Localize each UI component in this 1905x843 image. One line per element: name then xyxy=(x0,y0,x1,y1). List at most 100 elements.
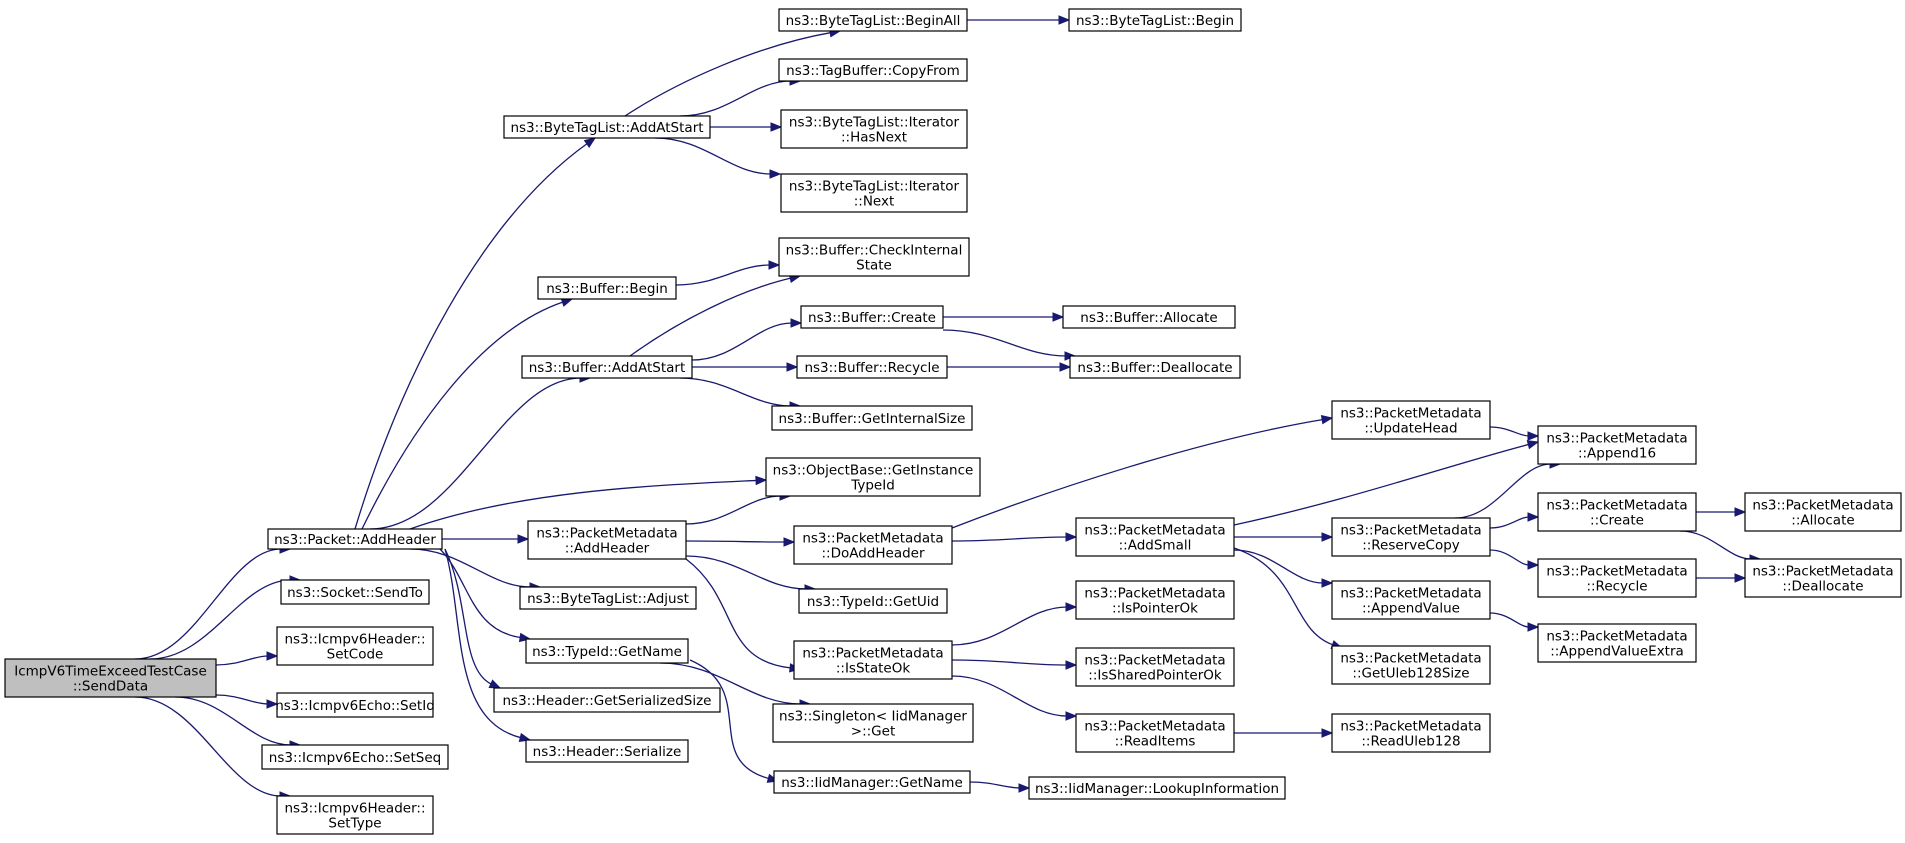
node-echo-setid[interactable]: ns3::Icmpv6Echo::SetId xyxy=(275,692,435,718)
node-btl-hasnext[interactable]: ns3::ByteTagList::Iterator::HasNext xyxy=(780,109,968,149)
edge-buf_addatstart-to-buf_getinternalsize xyxy=(679,377,802,411)
node-pm-allocate[interactable]: ns3::PacketMetadata::Allocate xyxy=(1744,492,1902,532)
node-pm-readuleb[interactable]: ns3::PacketMetadata::ReadUleb128 xyxy=(1331,713,1491,753)
node-label: ns3::Socket::SendTo xyxy=(287,585,423,601)
node-buf-begin[interactable]: ns3::Buffer::Begin xyxy=(537,276,677,300)
node-btl-next[interactable]: ns3::ByteTagList::Iterator::Next xyxy=(780,173,968,213)
arrowhead xyxy=(1321,532,1334,542)
edge-line xyxy=(409,479,758,530)
edge-line xyxy=(951,659,1068,666)
node-box xyxy=(525,638,689,664)
edge-line xyxy=(354,142,589,530)
node-box xyxy=(1537,558,1697,598)
node-singleton-get[interactable]: ns3::Singleton< IidManager>::Get xyxy=(772,703,974,743)
node-box xyxy=(1331,517,1491,557)
edge-line xyxy=(969,781,1021,789)
node-iid-getname[interactable]: ns3::IidManager::GetName xyxy=(773,770,971,794)
arrowhead xyxy=(1321,728,1334,738)
node-pm-getuleb[interactable]: ns3::PacketMetadata::GetUleb128Size xyxy=(1331,645,1491,685)
node-echo-setseq[interactable]: ns3::Icmpv6Echo::SetSeq xyxy=(261,744,449,770)
edge-root-to-echo_setid xyxy=(215,694,279,709)
node-icmp-settype[interactable]: ns3::Icmpv6Header::SetType xyxy=(276,795,434,835)
node-label: ::GetUleb128Size xyxy=(1352,666,1469,682)
edge-line xyxy=(679,80,792,117)
node-hdr-serialize[interactable]: ns3::Header::Serialize xyxy=(525,739,689,763)
node-buf-addatstart[interactable]: ns3::Buffer::AddAtStart xyxy=(521,355,693,379)
node-buf-recycle[interactable]: ns3::Buffer::Recycle xyxy=(796,355,948,379)
node-hdr-getser[interactable]: ns3::Header::GetSerializedSize xyxy=(493,687,721,713)
arrowhead xyxy=(1065,602,1078,612)
node-box xyxy=(1069,355,1241,379)
edge-line xyxy=(951,418,1324,529)
node-pm-recycle[interactable]: ns3::PacketMetadata::Recycle xyxy=(1537,558,1697,598)
node-pm-readitems[interactable]: ns3::PacketMetadata::ReadItems xyxy=(1075,713,1235,753)
node-btl-begin[interactable]: ns3::ByteTagList::Begin xyxy=(1068,8,1242,32)
node-pm-reservecopy[interactable]: ns3::PacketMetadata::ReserveCopy xyxy=(1331,517,1491,557)
node-label: ns3::ByteTagList::Iterator xyxy=(789,179,960,195)
node-label: ns3::PacketMetadata xyxy=(1084,523,1225,539)
node-pm-appendvalueextra[interactable]: ns3::PacketMetadata::AppendValueExtra xyxy=(1537,623,1697,663)
node-label: ns3::PacketMetadata xyxy=(1340,586,1481,602)
node-buf-deallocate[interactable]: ns3::Buffer::Deallocate xyxy=(1069,355,1241,379)
node-label: ns3::Icmpv6Header:: xyxy=(285,632,426,648)
node-pm-deallocate[interactable]: ns3::PacketMetadata::Deallocate xyxy=(1744,558,1902,598)
node-box xyxy=(267,528,443,550)
node-pm-issharedpointerok[interactable]: ns3::PacketMetadata::IsSharedPointerOk xyxy=(1075,647,1235,687)
edge-line xyxy=(685,555,807,590)
node-pm-updatehead[interactable]: ns3::PacketMetadata::UpdateHead xyxy=(1331,400,1491,440)
node-label: ns3::TagBuffer::CopyFrom xyxy=(786,63,960,79)
node-pm-addsmall[interactable]: ns3::PacketMetadata::AddSmall xyxy=(1075,517,1235,557)
arrowhead xyxy=(1526,440,1540,450)
arrowhead xyxy=(1065,711,1078,721)
edge-btl_addatstart-to-btl_next xyxy=(654,137,782,179)
edge-line xyxy=(685,540,786,543)
node-iid-lookupinfo[interactable]: ns3::IidManager::LookupInformation xyxy=(1028,776,1286,800)
node-label: ns3::PacketMetadata xyxy=(1340,719,1481,735)
node-icmp-setcode[interactable]: ns3::Icmpv6Header::SetCode xyxy=(276,626,434,666)
edge-line xyxy=(675,264,771,286)
node-btl-beginall[interactable]: ns3::ByteTagList::BeginAll xyxy=(778,8,968,32)
node-label: ns3::PacketMetadata xyxy=(1546,564,1687,580)
node-typeid-getuid[interactable]: ns3::TypeId::GetUid xyxy=(798,588,948,614)
edge-pm_doaddheader-to-pm_addsmall xyxy=(951,532,1078,542)
node-label: ns3::Icmpv6Header:: xyxy=(285,801,426,817)
node-btl-addatstart[interactable]: ns3::ByteTagList::AddAtStart xyxy=(503,115,711,139)
node-typeid-getname[interactable]: ns3::TypeId::GetName xyxy=(525,638,689,664)
node-buf-getinternalsize[interactable]: ns3::Buffer::GetInternalSize xyxy=(771,405,973,431)
node-buf-create[interactable]: ns3::Buffer::Create xyxy=(800,305,944,329)
edge-line xyxy=(444,548,493,685)
node-pkt-addheader[interactable]: ns3::Packet::AddHeader xyxy=(267,528,443,550)
node-box xyxy=(1075,713,1235,753)
node-label: ns3::PacketMetadata xyxy=(1340,406,1481,422)
node-box xyxy=(772,703,974,743)
node-pm-ispointerok[interactable]: ns3::PacketMetadata::IsPointerOk xyxy=(1075,580,1235,620)
node-box xyxy=(796,355,948,379)
node-label: ::Allocate xyxy=(1791,513,1854,529)
edge-pm_isstateok-to-pm_ispointerok xyxy=(951,602,1078,646)
node-label: ns3::TypeId::GetName xyxy=(532,644,682,660)
node-buf-allocate[interactable]: ns3::Buffer::Allocate xyxy=(1062,305,1236,329)
arrowhead xyxy=(1734,573,1747,583)
node-pm-append16[interactable]: ns3::PacketMetadata::Append16 xyxy=(1537,425,1697,465)
node-pm-addheader[interactable]: ns3::PacketMetadata::AddHeader xyxy=(527,520,687,560)
arrowhead xyxy=(583,137,597,148)
node-pm-appendvalue[interactable]: ns3::PacketMetadata::AppendValue xyxy=(1331,580,1491,620)
node-box xyxy=(778,237,970,277)
node-box xyxy=(280,579,430,605)
node-label: ::Next xyxy=(854,194,895,210)
node-label: ns3::PacketMetadata xyxy=(1340,651,1481,667)
node-tagbuf-copyfrom[interactable]: ns3::TagBuffer::CopyFrom xyxy=(778,58,968,82)
node-btl-adjust[interactable]: ns3::ByteTagList::Adjust xyxy=(519,586,697,610)
node-label: ns3::PacketMetadata xyxy=(1084,586,1225,602)
edge-pm_readitems-to-pm_readuleb xyxy=(1233,728,1334,738)
node-box xyxy=(276,626,434,666)
node-pm-create[interactable]: ns3::PacketMetadata::Create xyxy=(1537,492,1697,532)
edge-buf_recycle-to-buf_deallocate xyxy=(947,362,1072,372)
node-pm-doaddheader[interactable]: ns3::PacketMetadata::DoAddHeader xyxy=(793,525,953,565)
edge-line xyxy=(1679,530,1752,560)
node-label: ::ReadUleb128 xyxy=(1361,734,1460,750)
node-socket-sendto[interactable]: ns3::Socket::SendTo xyxy=(280,579,430,605)
node-pm-isstateok[interactable]: ns3::PacketMetadata::IsStateOk xyxy=(793,640,953,680)
